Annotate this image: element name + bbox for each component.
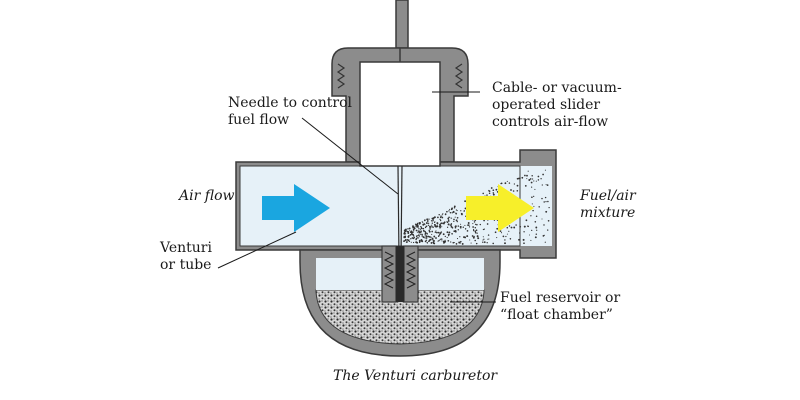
- fuel-in-reservoir: [315, 289, 485, 345]
- air-inlet-arrow: [262, 184, 330, 232]
- mixture-outlet-arrow: [466, 184, 534, 232]
- diagram-caption: The Venturi carburetor: [333, 368, 498, 384]
- needle: [397, 165, 400, 259]
- cable: [395, 0, 409, 49]
- air-flow-label: Air flow: [179, 188, 235, 204]
- fuel-air-label: Fuel/air mixture: [580, 188, 636, 221]
- slider-block: [359, 61, 441, 167]
- slider-label: Cable- or vacuum- operated slider contro…: [492, 80, 622, 130]
- venturi-label: Venturi or tube: [160, 240, 212, 273]
- needle-label: Needle to control fuel flow: [228, 95, 353, 128]
- reservoir-label: Fuel reservoir or “float chamber”: [500, 290, 621, 323]
- needle-leader: [301, 117, 399, 195]
- venturi-leader: [217, 231, 297, 269]
